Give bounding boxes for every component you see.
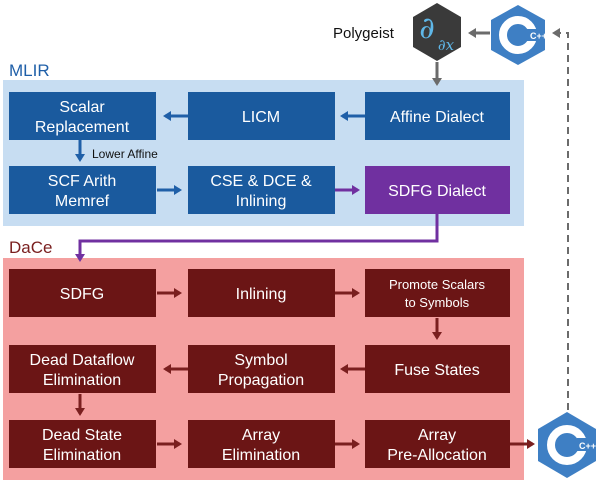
- box-affine-dialect-rect: [365, 92, 510, 140]
- box-inlining: Inlining: [188, 269, 335, 317]
- svg-text:Fuse States: Fuse States: [394, 362, 479, 379]
- cpp-ring-gap: [577, 438, 590, 451]
- box-symbol-propagation-line-2: Propagation: [218, 372, 304, 389]
- box-array-preallocation-line-2: Pre-Allocation: [387, 447, 487, 464]
- box-fuse-states: Fuse States: [365, 345, 510, 393]
- svg-text:Pre-Allocation: Pre-Allocation: [387, 447, 487, 464]
- svg-text:Affine Dialect: Affine Dialect: [390, 109, 485, 126]
- box-sdfg-dialect-line-1: SDFG Dialect: [388, 183, 486, 200]
- svg-text:Scalar: Scalar: [59, 99, 105, 116]
- arrow-feedback-dashed: [552, 28, 569, 410]
- box-dead-dataflow-line-1: Dead Dataflow: [30, 352, 135, 369]
- box-sdfg-dialect: SDFG Dialect: [365, 166, 510, 214]
- box-symbol-propagation-line-1: Symbol: [234, 352, 287, 369]
- cpp-hexagon-icon: [491, 5, 545, 65]
- box-array-preallocation-rect: [365, 420, 510, 468]
- svg-text:Inlining: Inlining: [236, 193, 287, 210]
- polygeist-label: Polygeist: [333, 25, 395, 42]
- box-promote-scalars-line-1: Promote Scalars: [389, 277, 486, 292]
- box-scalar-replacement: Scalar Replacement: [9, 92, 156, 140]
- box-cse-dce-inlining-line-1: CSE & DCE &: [210, 173, 312, 190]
- svg-text:SDFG: SDFG: [60, 286, 104, 303]
- svg-text:Array: Array: [418, 427, 456, 444]
- svg-text:Inlining: Inlining: [236, 286, 287, 303]
- box-fuse-states-line-1: Fuse States: [394, 362, 479, 379]
- box-scf-arith-memref-rect: [9, 166, 156, 214]
- box-promote-scalars-rect: [365, 269, 510, 317]
- svg-text:Symbol: Symbol: [234, 352, 287, 369]
- svg-text:Replacement: Replacement: [35, 119, 130, 136]
- box-scf-arith-memref-line-1: SCF Arith: [48, 173, 116, 190]
- box-dead-dataflow: Dead Dataflow Elimination: [9, 345, 156, 393]
- box-affine-dialect: Affine Dialect: [365, 92, 510, 140]
- box-promote-scalars: Promote Scalars to Symbols: [365, 269, 510, 317]
- box-scalar-replacement-rect: [9, 92, 156, 140]
- svg-text:Dead State: Dead State: [42, 427, 122, 444]
- svg-text:Elimination: Elimination: [43, 447, 121, 464]
- box-array-elimination-line-1: Array: [242, 427, 280, 444]
- dace-region-label: DaCe: [9, 238, 52, 257]
- arrow-sdfg-dialect-to-sdfg: [75, 214, 439, 262]
- cpp-logo-top: C++: [491, 5, 547, 65]
- box-licm-rect: [188, 92, 335, 140]
- box-array-preallocation-line-1: Array: [418, 427, 456, 444]
- svg-text:Memref: Memref: [55, 193, 110, 210]
- box-fuse-states-rect: [365, 345, 510, 393]
- box-sdfg-rect: [9, 269, 156, 317]
- box-dead-state-rect: [9, 420, 156, 468]
- box-promote-scalars-line-2: to Symbols: [405, 295, 470, 310]
- box-inlining-line-1: Inlining: [236, 286, 287, 303]
- box-sdfg: SDFG: [9, 269, 156, 317]
- cpp-ring-gap: [527, 29, 539, 41]
- box-dead-state-line-1: Dead State: [42, 427, 122, 444]
- svg-text:Promote Scalars: Promote Scalars: [389, 277, 486, 292]
- svg-text:Propagation: Propagation: [218, 372, 304, 389]
- svg-text:Elimination: Elimination: [222, 447, 300, 464]
- box-sdfg-dialect-rect: [365, 166, 510, 214]
- box-licm-line-1: LICM: [242, 109, 280, 126]
- box-cse-dce-inlining: CSE & DCE & Inlining: [188, 166, 335, 214]
- polygeist-symbol-sub: ∂x: [438, 36, 455, 54]
- box-symbol-propagation-rect: [188, 345, 335, 393]
- polygeist-symbol-main: ∂: [419, 11, 435, 46]
- box-scalar-replacement-line-1: Scalar: [59, 99, 105, 116]
- cpp-logo-bottom: C++: [538, 412, 596, 478]
- box-array-elimination-rect: [188, 420, 335, 468]
- svg-text:LICM: LICM: [242, 109, 280, 126]
- box-scf-arith-memref-line-2: Memref: [55, 193, 110, 210]
- svg-text:to Symbols: to Symbols: [405, 295, 470, 310]
- cpp-logo-label: C++: [530, 31, 547, 41]
- box-affine-dialect-line-1: Affine Dialect: [390, 109, 485, 126]
- lower-affine-label: Lower Affine: [92, 147, 158, 161]
- svg-text:Dead Dataflow: Dead Dataflow: [30, 352, 135, 369]
- box-array-elimination: Array Elimination: [188, 420, 335, 468]
- svg-text:SDFG Dialect: SDFG Dialect: [388, 183, 486, 200]
- box-scf-arith-memref: SCF Arith Memref: [9, 166, 156, 214]
- box-dead-state-line-2: Elimination: [43, 447, 121, 464]
- box-symbol-propagation: Symbol Propagation: [188, 345, 335, 393]
- box-scalar-replacement-line-2: Replacement: [35, 119, 130, 136]
- mlir-region-label: MLIR: [9, 61, 50, 80]
- box-dead-dataflow-line-2: Elimination: [43, 372, 121, 389]
- cpp-hexagon-icon: [538, 412, 596, 478]
- svg-text:Elimination: Elimination: [43, 372, 121, 389]
- box-cse-dce-inlining-rect: [188, 166, 335, 214]
- svg-text:CSE & DCE &: CSE & DCE &: [210, 173, 312, 190]
- box-array-preallocation: Array Pre-Allocation: [365, 420, 510, 468]
- svg-text:SCF Arith: SCF Arith: [48, 173, 116, 190]
- svg-text:Array: Array: [242, 427, 280, 444]
- box-sdfg-line-1: SDFG: [60, 286, 104, 303]
- box-dead-dataflow-rect: [9, 345, 156, 393]
- box-licm: LICM: [188, 92, 335, 140]
- cpp-logo-label: C++: [579, 441, 596, 451]
- box-inlining-rect: [188, 269, 335, 317]
- box-dead-state: Dead State Elimination: [9, 420, 156, 468]
- box-cse-dce-inlining-line-2: Inlining: [236, 193, 287, 210]
- box-array-elimination-line-2: Elimination: [222, 447, 300, 464]
- polygeist-logo-icon: [413, 3, 461, 61]
